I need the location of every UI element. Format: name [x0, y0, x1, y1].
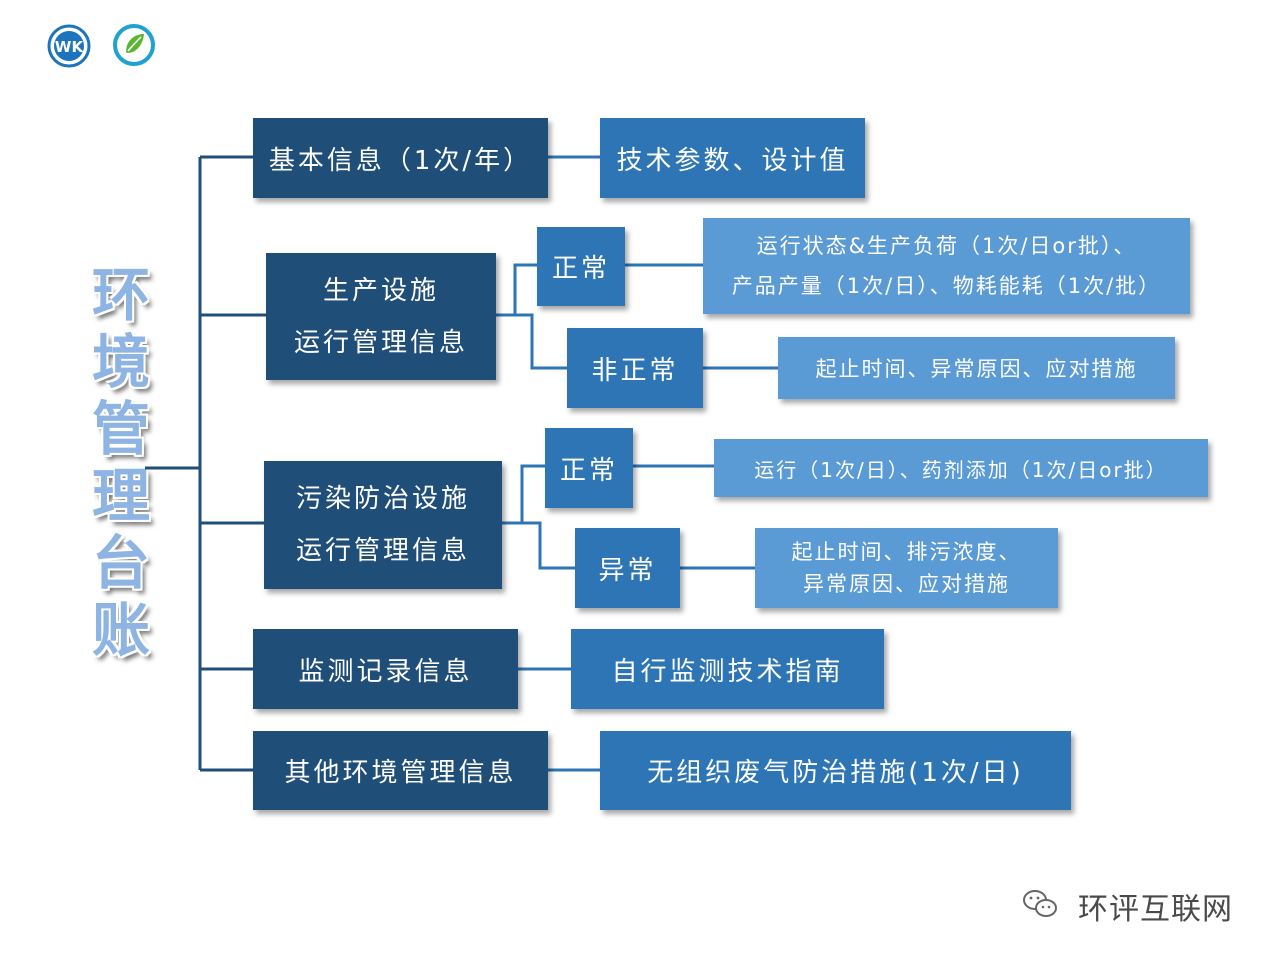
leaf-logo-icon [113, 24, 155, 66]
wechat-icon [1023, 890, 1057, 917]
node-monitoring-records: 监测记录信息 [253, 629, 518, 709]
node-production-normal: 正常 [537, 227, 625, 306]
node-label: 技术参数、设计值 [616, 145, 849, 176]
production-to-normal [496, 263, 537, 317]
node-label-line: 污染防治设施 [295, 484, 470, 514]
node-monitoring-detail: 自行监测技术指南 [571, 629, 884, 709]
node-label: 正常 [551, 254, 610, 284]
node-label-line: 运行管理信息 [295, 536, 470, 566]
node-label: 基本信息（1次/年） [268, 145, 533, 176]
node-pollution-facility: 污染防治设施 运行管理信息 [264, 461, 502, 589]
node-label: 正常 [559, 455, 618, 486]
node-label: 监测记录信息 [298, 656, 473, 687]
node-detail: 运行（1次/日）、药剂添加（1次/日or批） [754, 457, 1168, 482]
node-other-info: 其他环境管理信息 [253, 731, 548, 810]
node-label-line: 生产设施 [322, 275, 439, 306]
node-other-detail: 无组织废气防治措施(1次/日) [600, 731, 1071, 810]
pollution-to-normal [502, 464, 545, 525]
diagram-title-container: 环境管理台账 [74, 264, 150, 676]
node-basic-detail: 技术参数、设计值 [600, 118, 865, 198]
node-pollution-normal: 正常 [545, 428, 633, 508]
node-production-normal-detail: 运行状态&生产负荷（1次/日or批）、 产品产量（1次/日）、物耗能耗（1次/批… [703, 218, 1190, 314]
node-detail-line: 运行状态&生产负荷（1次/日or批）、 [756, 234, 1137, 258]
node-detail: 起止时间、异常原因、应对措施 [815, 357, 1138, 381]
pollution-to-abnormal [502, 521, 575, 570]
node-pollution-abnormal: 异常 [575, 528, 680, 608]
node-basic-info: 基本信息（1次/年） [253, 118, 548, 198]
node-label: 无组织废气防治措施(1次/日) [647, 758, 1024, 788]
node-detail-line: 异常原因、应对措施 [803, 572, 1010, 596]
wk-logo-icon: WK [47, 24, 91, 68]
wk-logo-text: WK [55, 38, 85, 56]
node-pollution-abnormal-detail: 起止时间、排污浓度、 异常原因、应对措施 [755, 528, 1058, 608]
node-detail-line: 产品产量（1次/日）、物耗能耗（1次/批） [731, 274, 1162, 298]
node-label-line: 运行管理信息 [293, 327, 468, 358]
node-label: 其他环境管理信息 [284, 758, 517, 788]
node-label: 异常 [598, 555, 657, 586]
node-production-abnormal-detail: 起止时间、异常原因、应对措施 [778, 337, 1175, 399]
node-pollution-normal-detail: 运行（1次/日）、药剂添加（1次/日or批） [714, 439, 1208, 497]
node-production-facility: 生产设施 运行管理信息 [266, 253, 496, 380]
watermark-text: 环评互联网 [1078, 892, 1233, 927]
production-to-abnormal [496, 313, 567, 370]
node-detail-line: 起止时间、排污浓度、 [791, 540, 1022, 564]
node-production-abnormal: 非正常 [567, 328, 703, 408]
node-label: 自行监测技术指南 [611, 656, 844, 687]
node-label: 非正常 [591, 355, 679, 386]
diagram-title: 环境管理台账 [82, 264, 150, 666]
